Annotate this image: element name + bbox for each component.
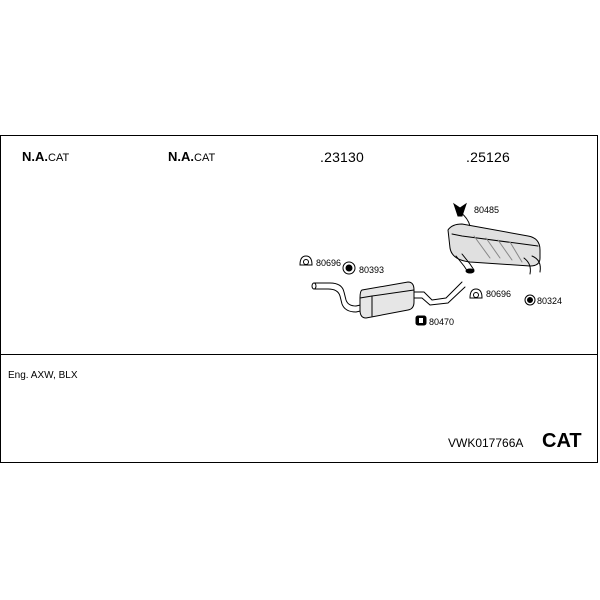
diagram-frame	[0, 135, 598, 463]
rubber-ring-80696-b	[469, 288, 483, 299]
header-col-2: N.A.CAT	[168, 149, 215, 164]
label-80324: 80324	[537, 296, 562, 306]
header-col-1: N.A.CAT	[22, 149, 69, 164]
front-pipe	[313, 282, 366, 307]
header-col-4: .25126	[466, 149, 511, 165]
label-80393: 80393	[359, 265, 384, 275]
label-80696-a: 80696	[316, 258, 341, 268]
rubber-ring-80696-a	[299, 255, 313, 266]
intermediate-pipe	[413, 281, 463, 301]
clamp-80324	[524, 294, 536, 306]
col1-sub: CAT	[48, 152, 70, 164]
middle-silencer	[359, 281, 415, 319]
col2-sub: CAT	[194, 152, 216, 164]
label-80485: 80485	[474, 205, 499, 215]
label-80696-b: 80696	[486, 289, 511, 299]
mount-80470	[415, 315, 427, 326]
label-80470: 80470	[429, 317, 454, 327]
engine-codes: Eng. AXW, BLX	[8, 370, 78, 381]
col1-main: N.A.	[22, 149, 48, 164]
header-col-3: .23130	[320, 149, 365, 165]
clamp-80393	[342, 261, 356, 275]
kit-code: VWK017766A	[448, 436, 524, 450]
section-divider	[0, 354, 598, 355]
category-label: CAT	[542, 430, 582, 452]
col2-main: N.A.	[168, 149, 194, 164]
rear-silencer	[447, 223, 541, 267]
hanger-bracket-80485	[453, 202, 471, 227]
